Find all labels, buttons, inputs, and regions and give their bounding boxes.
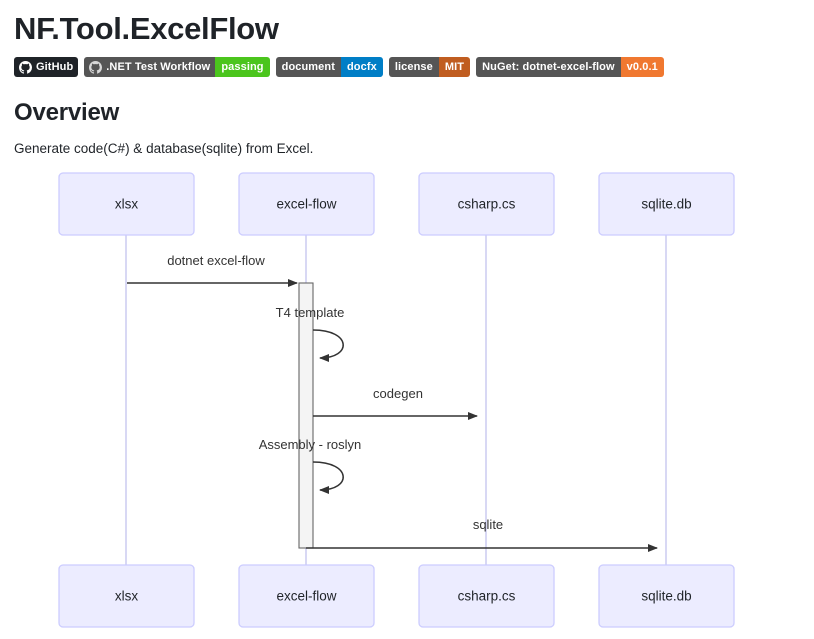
sequence-diagram: dotnet excel-flow T4 template codegen As…	[0, 160, 814, 639]
badge-document[interactable]: document docfx	[275, 57, 383, 78]
participant-box[interactable]	[598, 172, 735, 236]
participant-label: csharp.cs	[458, 589, 516, 604]
participant-box[interactable]	[598, 564, 735, 628]
lifelines	[125, 235, 667, 570]
participant-bottom-excel-flow[interactable]: excel-flow	[238, 564, 375, 628]
message-label-codegen: codegen	[373, 386, 423, 401]
badge-workflow-status: passing	[215, 57, 270, 78]
badge-nuget-left: NuGet: dotnet-excel-flow	[476, 57, 621, 78]
participant-top-excel-flow[interactable]: excel-flow	[238, 172, 375, 236]
sequence-diagram-svg: dotnet excel-flow T4 template codegen As…	[58, 172, 735, 628]
participant-label: sqlite.db	[641, 197, 691, 212]
participant-top-xlsx[interactable]: xlsx	[58, 172, 195, 236]
participant-label: xlsx	[115, 197, 138, 212]
message-t4-template: T4 template	[276, 305, 345, 362]
badge-license-left: license	[388, 57, 439, 78]
badge-document-left: document	[275, 57, 341, 78]
badge-github-left-label: GitHub	[36, 61, 74, 74]
message-selfloop-assembly-roslyn	[312, 461, 344, 494]
participant-label: xlsx	[115, 589, 138, 604]
activation-bar-excel-flow	[298, 282, 314, 549]
badge-workflow-left: .NET Test Workflow	[84, 57, 216, 78]
participant-bottom-csharp[interactable]: csharp.cs	[418, 564, 555, 628]
participant-label: excel-flow	[276, 197, 336, 212]
badge-nuget-version: v0.0.1	[620, 57, 664, 78]
message-codegen: codegen	[313, 386, 478, 420]
message-dotnet-excel-flow: dotnet excel-flow	[127, 253, 298, 287]
participant-label: csharp.cs	[458, 197, 516, 212]
participant-label: sqlite.db	[641, 589, 691, 604]
participants-bottom: xlsx excel-flow csharp.cs sqlite.db	[58, 564, 735, 628]
overview-description: Generate code(C#) & database(sqlite) fro…	[14, 141, 314, 157]
message-assembly-roslyn: Assembly - roslyn	[259, 437, 362, 494]
participant-box[interactable]	[58, 172, 195, 236]
readme-header: NF.Tool.ExcelFlow GitHub .	[0, 0, 814, 156]
message-selfloop-t4-template	[312, 329, 344, 362]
participant-box[interactable]	[418, 564, 555, 628]
participant-box[interactable]	[418, 172, 555, 236]
participant-box[interactable]	[238, 172, 375, 236]
participant-bottom-xlsx[interactable]: xlsx	[58, 564, 195, 628]
message-label-assembly-roslyn: Assembly - roslyn	[259, 437, 362, 452]
badge-github[interactable]: GitHub	[14, 57, 79, 78]
message-sqlite: sqlite	[306, 517, 658, 552]
participant-bottom-sqlite[interactable]: sqlite.db	[598, 564, 735, 628]
badge-workflow-left-label: .NET Test Workflow	[106, 61, 211, 74]
participant-box[interactable]	[58, 564, 195, 628]
badge-row: GitHub .NET Test Workflow passing docume…	[14, 57, 800, 78]
page-title: NF.Tool.ExcelFlow	[14, 11, 279, 46]
participant-box[interactable]	[238, 564, 375, 628]
participant-label: excel-flow	[276, 589, 336, 604]
badge-nuget[interactable]: NuGet: dotnet-excel-flow v0.0.1	[476, 57, 664, 78]
message-label-sqlite: sqlite	[473, 517, 503, 532]
badge-license[interactable]: license MIT	[388, 57, 471, 78]
participant-top-sqlite[interactable]: sqlite.db	[598, 172, 735, 236]
message-label-dotnet-excel-flow: dotnet excel-flow	[167, 253, 265, 268]
badge-license-right: MIT	[438, 57, 471, 78]
badge-document-right: docfx	[340, 57, 383, 78]
badge-github-left: GitHub	[14, 57, 79, 78]
message-label-t4-template: T4 template	[276, 305, 345, 320]
overview-heading: Overview	[14, 99, 120, 127]
badge-dotnet-test-workflow[interactable]: .NET Test Workflow passing	[84, 57, 270, 78]
participant-top-csharp[interactable]: csharp.cs	[418, 172, 555, 236]
github-mark-icon	[89, 60, 103, 74]
participants-top: xlsx excel-flow csharp.cs sqlite.db	[58, 172, 735, 236]
github-mark-icon	[19, 60, 32, 74]
